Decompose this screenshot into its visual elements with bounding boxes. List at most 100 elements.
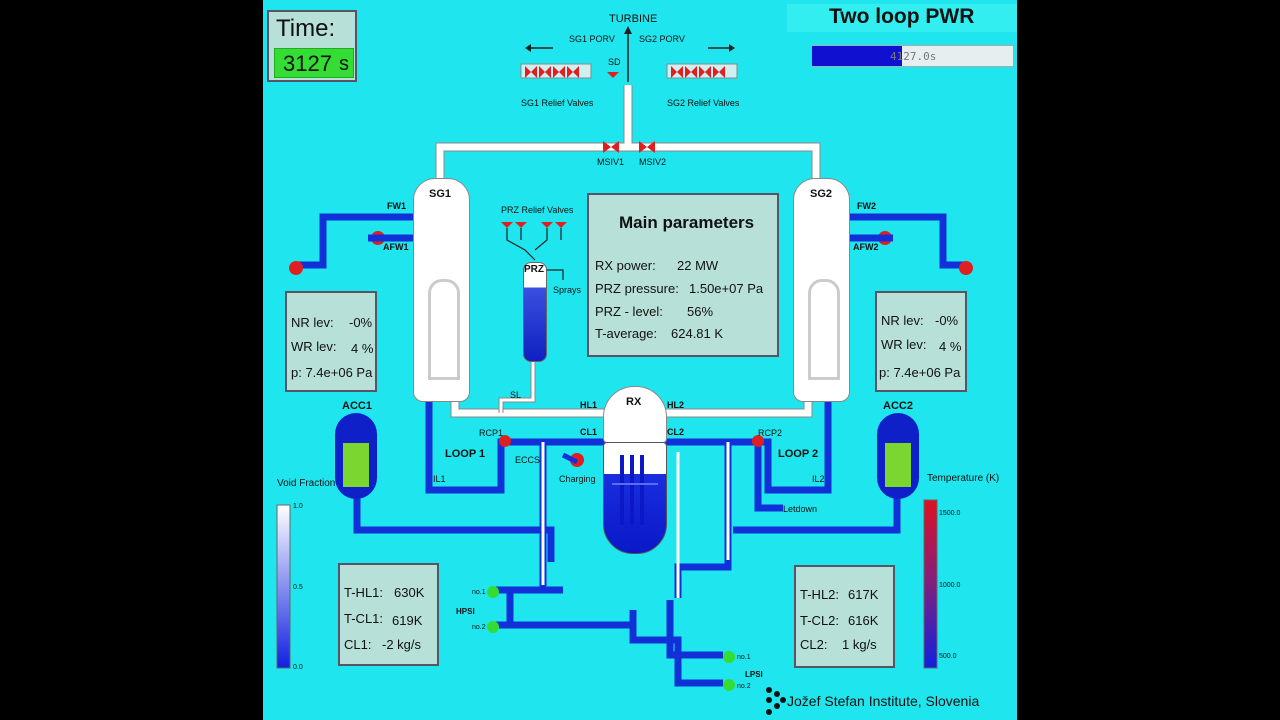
param-value: 624.81 K: [671, 326, 724, 341]
accumulator-2[interactable]: [877, 413, 919, 499]
lpsi-no1-label: no.1: [737, 654, 751, 661]
page-title: Two loop PWR: [829, 5, 975, 28]
reactor-dome[interactable]: [603, 386, 667, 443]
pressurizer[interactable]: [523, 262, 547, 362]
param-label: RX power:: [595, 258, 656, 273]
hpsi-no1-label: no.1: [472, 589, 486, 596]
sd-label: SD: [608, 57, 621, 67]
time-value-box: 3127 s: [274, 48, 354, 78]
hpsi-no2-label: no.2: [472, 624, 486, 631]
il1-label: IL1: [433, 474, 446, 484]
il2-label: IL2: [812, 474, 825, 484]
void-tick: 0.0: [293, 664, 303, 671]
param-value: 56%: [687, 304, 714, 319]
loop1-row-value: -2 kg/s: [382, 637, 422, 652]
sg1-relief-label: SG1 Relief Valves: [521, 98, 594, 108]
loop1-status-panel: T-HL1: 630K T-CL1: 619K CL1: -2 kg/s: [338, 563, 439, 666]
fw2-label: FW2: [857, 201, 876, 211]
param-value: 22 MW: [677, 258, 719, 273]
simulation-canvas: Time: 3127 s Two loop PWR 4127.0s TURBIN…: [263, 0, 1017, 720]
jsi-logo-icon: [766, 687, 786, 715]
acc1-label: ACC1: [342, 400, 372, 412]
cl1-label: CL1: [580, 427, 598, 437]
param-label: PRZ - level:: [595, 304, 663, 319]
afw1-label: AFW1: [383, 242, 409, 252]
sg1-porv-label: SG1 PORV: [569, 34, 615, 44]
sg1-wr-label: WR lev:: [291, 339, 337, 354]
sg2-nr-label: NR lev:: [881, 313, 924, 328]
loop1-row-value: 619K: [392, 613, 423, 628]
acc2-label: ACC2: [883, 400, 913, 412]
loop2-row-label: CL2:: [800, 637, 828, 652]
sg1-pressure: p: 7.4e+06 Pa: [291, 365, 373, 380]
loop1-row-label: CL1:: [344, 637, 372, 652]
temp-tick: 500.0: [939, 653, 957, 660]
time-panel: Time: 3127 s: [267, 10, 357, 82]
prz-relief-label: PRZ Relief Valves: [501, 205, 574, 215]
loop2-label: LOOP 2: [778, 448, 819, 460]
prz-label: PRZ: [524, 264, 544, 275]
loop2-status-panel: T-HL2: 617K T-CL2: 616K CL2: 1 kg/s: [794, 565, 895, 668]
progress-text: 4127.0s: [890, 50, 937, 63]
loop1-row-label: T-HL1:: [344, 585, 384, 600]
hl1-label: HL1: [580, 400, 598, 410]
loop2-row-label: T-HL2:: [800, 587, 840, 602]
sg1-relief-valves: [520, 63, 592, 79]
piping-diagram: [276, 26, 973, 715]
loop2-row-value: 1 kg/s: [842, 637, 877, 652]
time-progress-bar: 4127.0s: [811, 45, 1014, 67]
loop2-row-label: T-CL2:: [800, 613, 840, 628]
sg1-nr-label: NR lev:: [291, 315, 334, 330]
eccs-label: ECCS: [515, 455, 541, 465]
rcp1-label: RCP1: [479, 428, 504, 438]
void-tick: 0.5: [293, 584, 303, 591]
sg2-porv-label: SG2 PORV: [639, 34, 685, 44]
charging-label: Charging: [559, 474, 596, 484]
fw1-label: FW1: [387, 201, 406, 211]
param-label: T-average:: [595, 326, 658, 341]
reactor-vessel[interactable]: [603, 442, 667, 554]
void-tick: 1.0: [293, 503, 303, 510]
loop1-row-label: T-CL1:: [344, 611, 384, 626]
sg1-nr-value: -0%: [349, 315, 373, 330]
cl2-label: CL2: [667, 427, 685, 437]
progress-fill: [812, 46, 903, 66]
lpsi-label: LPSI: [745, 670, 763, 679]
temp-tick: 1500.0: [939, 510, 961, 517]
title-panel: Two loop PWR: [787, 4, 1017, 32]
sg2-wr-value: 4 %: [939, 339, 962, 354]
turbine-label: TURBINE: [609, 13, 658, 25]
sl-label: SL: [510, 390, 522, 400]
letdown-label: Letdown: [783, 504, 818, 514]
main-parameters-title: Main parameters: [619, 213, 755, 232]
credit-text: Jožef Stefan Institute, Slovenia: [787, 693, 980, 709]
temperature-label: Temperature (K): [927, 473, 1000, 484]
loop1-row-value: 630K: [394, 585, 425, 600]
msiv2-label: MSIV2: [639, 157, 667, 167]
time-unit: s: [339, 53, 349, 75]
msiv1-label: MSIV1: [597, 157, 625, 167]
sg2-relief-valves: [666, 63, 738, 79]
param-value: 1.50e+07 Pa: [689, 281, 764, 296]
param-label: PRZ pressure:: [595, 281, 679, 296]
sprays-label: Sprays: [553, 285, 582, 295]
steam-generator-2[interactable]: [793, 178, 850, 402]
sg2-label: SG2: [810, 188, 833, 200]
sg2-relief-label: SG2 Relief Valves: [667, 98, 740, 108]
sg1-label: SG1: [429, 188, 452, 200]
rx-label: RX: [626, 396, 642, 408]
afw2-label: AFW2: [853, 242, 879, 252]
sg2-wr-label: WR lev:: [881, 337, 927, 352]
temp-tick: 1000.0: [939, 582, 961, 589]
time-label: Time:: [276, 15, 336, 42]
sg2-nr-value: -0%: [935, 313, 959, 328]
accumulator-1[interactable]: [335, 413, 377, 499]
sg1-wr-value: 4 %: [351, 341, 374, 356]
sg2-pressure: p: 7.4e+06 Pa: [879, 365, 961, 380]
void-fraction-label: Void Fraction: [277, 478, 336, 489]
sg2-status-panel: NR lev: -0% WR lev: 4 % p: 7.4e+06 Pa: [875, 291, 967, 392]
lpsi-no2-label: no.2: [737, 683, 751, 690]
steam-generator-1[interactable]: [413, 178, 470, 402]
main-parameters-panel: Main parameters RX power: 22 MW PRZ pres…: [587, 193, 779, 357]
hpsi-label: HPSI: [456, 607, 475, 616]
